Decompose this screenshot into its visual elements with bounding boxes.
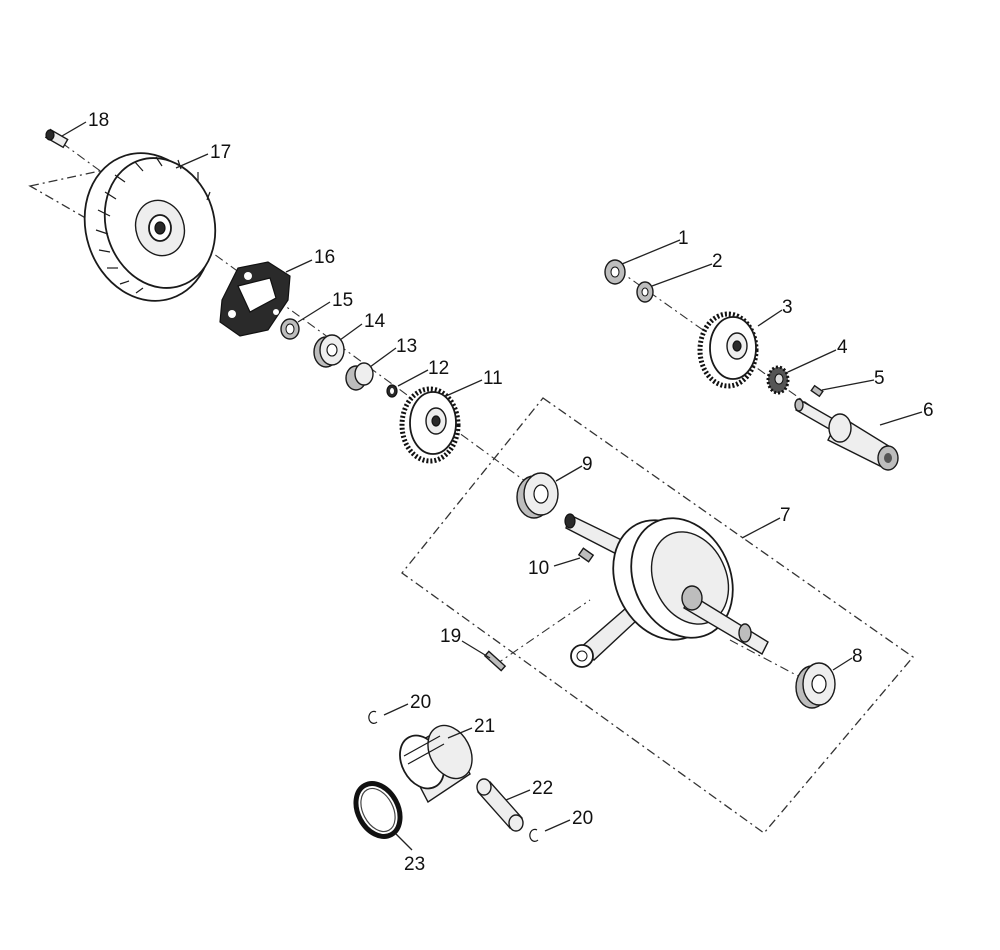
leader-lines	[61, 121, 923, 851]
callout-22: 22	[532, 778, 553, 799]
leader-6	[879, 411, 923, 426]
callout-13: 13	[396, 336, 417, 357]
callout-10: 10	[528, 558, 549, 579]
bearing-part-9	[516, 472, 559, 519]
gear-part-3	[697, 311, 759, 389]
callout-16: 16	[314, 247, 335, 268]
leader-10	[553, 557, 581, 567]
leader-17	[175, 153, 209, 169]
flywheel-part-17	[83, 152, 217, 302]
key-part-5	[810, 384, 824, 398]
callout-4: 4	[837, 337, 848, 358]
bearing-part-14	[313, 334, 345, 368]
callout-20-lower: 20	[572, 808, 593, 829]
o-ring-part-12	[386, 384, 398, 398]
leader-4	[787, 349, 837, 373]
leader-15	[297, 301, 331, 323]
leader-5	[821, 379, 875, 391]
shaft-part-6	[794, 398, 899, 471]
gear-part-11	[399, 386, 461, 464]
flywheel-assembly-boundary	[28, 165, 202, 233]
callout-12: 12	[428, 358, 449, 379]
nut-part-1	[604, 259, 626, 285]
callout-3: 3	[782, 297, 793, 318]
callout-17: 17	[210, 142, 231, 163]
leader-18	[61, 121, 87, 137]
axis-line-pin	[494, 599, 591, 666]
leader-8	[832, 657, 853, 671]
callout-8: 8	[852, 646, 863, 667]
leader-20a	[383, 703, 409, 716]
clip-part-20-lower	[529, 828, 539, 842]
callout-11: 11	[483, 368, 503, 389]
leader-11	[445, 379, 483, 397]
washer-part-15	[280, 318, 300, 340]
callout-15: 15	[332, 290, 353, 311]
leader-13	[369, 347, 397, 368]
callout-21: 21	[474, 716, 495, 737]
callout-14: 14	[364, 311, 386, 332]
callout-labels: 1 2 3 4 5 6 7 8 9 10 11 12 13 14 15 16 1…	[88, 110, 934, 875]
gear-part-4	[766, 365, 790, 395]
callout-5: 5	[874, 368, 885, 389]
leader-19	[461, 640, 491, 659]
leader-23	[395, 833, 413, 851]
piston-ring-part-23	[353, 781, 403, 839]
leader-20b	[544, 819, 571, 832]
housing-part-16	[219, 261, 291, 337]
callout-20-upper: 20	[410, 692, 431, 713]
callout-19: 19	[440, 626, 461, 647]
leader-21	[447, 727, 473, 739]
leader-3	[757, 309, 783, 327]
leader-2	[651, 263, 713, 287]
leader-9	[555, 465, 583, 482]
bushing-part-13	[345, 362, 374, 391]
callout-18: 18	[88, 110, 109, 131]
key-part-10	[577, 547, 595, 563]
crankshaft-part-7	[564, 513, 769, 668]
callout-1: 1	[678, 228, 689, 249]
crankshaft-assembly-boundary	[401, 397, 914, 834]
leader-14	[339, 323, 363, 341]
bearing-part-8	[795, 662, 836, 709]
leader-7	[741, 517, 781, 539]
piston-pin-part-22	[476, 778, 524, 832]
leader-1	[621, 239, 681, 265]
callout-9: 9	[582, 454, 593, 475]
leader-16	[285, 259, 313, 273]
pin-part-19	[483, 650, 507, 672]
clip-part-20-upper	[368, 710, 378, 724]
bolt-part-18	[44, 128, 69, 149]
washer-part-2	[636, 281, 654, 303]
piston-part-21	[399, 724, 473, 804]
callout-7: 7	[780, 505, 791, 526]
callout-2: 2	[712, 251, 723, 272]
callout-6: 6	[923, 400, 934, 421]
leader-22	[505, 789, 531, 801]
leader-12	[397, 369, 429, 387]
callout-23: 23	[404, 854, 425, 875]
